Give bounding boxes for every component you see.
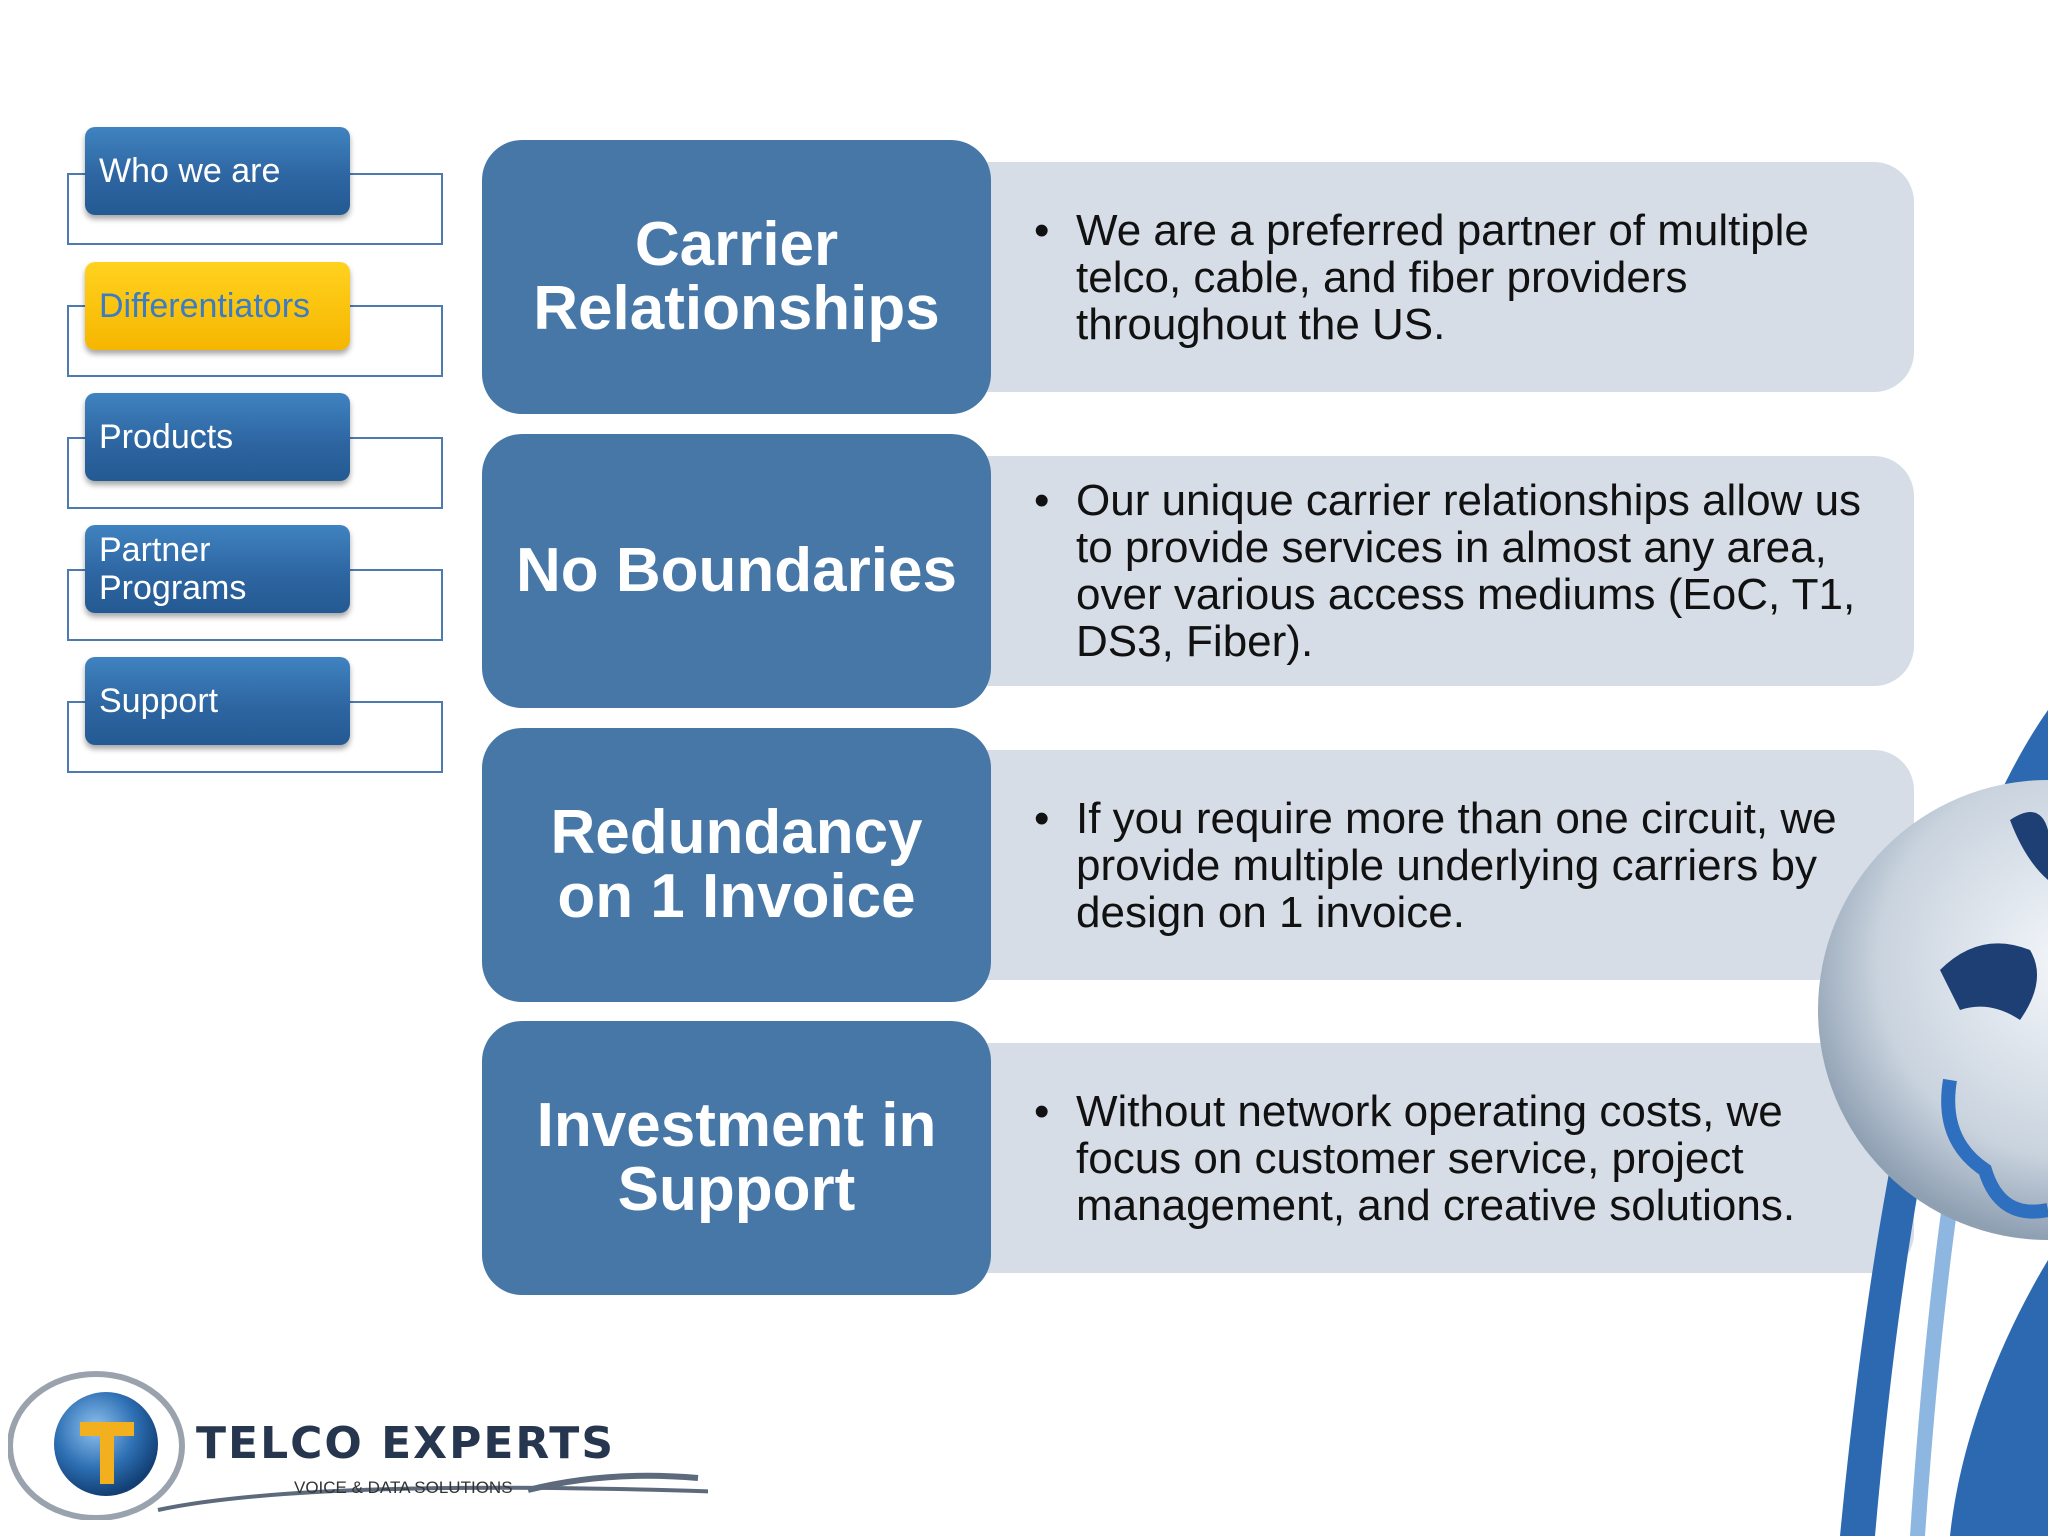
nav-label-line: Partner: [99, 531, 211, 569]
differentiator-description: Without network operating costs, we focu…: [984, 1043, 1914, 1273]
globe-logo-icon: [8, 1371, 708, 1520]
nav-label: Who we are: [99, 152, 281, 190]
nav-label: Support: [99, 682, 219, 720]
company-logo: TELCO EXPERTS VOICE & DATA SOLUTIONS: [8, 1360, 708, 1520]
nav-support-button[interactable]: Support: [85, 657, 350, 745]
differentiator-heading: Redundancy on 1 Invoice: [482, 728, 991, 1002]
bullet-text: Without network operating costs, we focu…: [1034, 1088, 1874, 1229]
bullet-text: Our unique carrier relationships allow u…: [1034, 477, 1874, 665]
differentiator-heading: Carrier Relationships: [482, 140, 991, 414]
differentiator-description: Our unique carrier relationships allow u…: [984, 456, 1914, 686]
nav-differentiators-button[interactable]: Differentiators: [85, 262, 350, 350]
differentiator-description: We are a preferred partner of multiple t…: [984, 162, 1914, 392]
bullet-text: We are a preferred partner of multiple t…: [1034, 207, 1874, 348]
differentiator-heading: No Boundaries: [482, 434, 991, 708]
nav-who-we-are-button[interactable]: Who we are: [85, 127, 350, 215]
network-globe-decoration-icon: [1818, 710, 2048, 1536]
differentiator-description: If you require more than one circuit, we…: [984, 750, 1914, 980]
nav-label: Products: [99, 418, 234, 456]
nav-label: Partner Programs: [99, 531, 246, 607]
logo-wordmark: TELCO EXPERTS: [196, 1418, 616, 1469]
nav-products-button[interactable]: Products: [85, 393, 350, 481]
nav-label-line: Programs: [99, 569, 247, 607]
bullet-text: If you require more than one circuit, we…: [1034, 795, 1874, 936]
logo-tagline: VOICE & DATA SOLUTIONS: [294, 1478, 513, 1497]
nav-label: Differentiators: [99, 287, 311, 325]
differentiator-heading: Investment in Support: [482, 1021, 991, 1295]
nav-partner-programs-button[interactable]: Partner Programs: [85, 525, 350, 613]
